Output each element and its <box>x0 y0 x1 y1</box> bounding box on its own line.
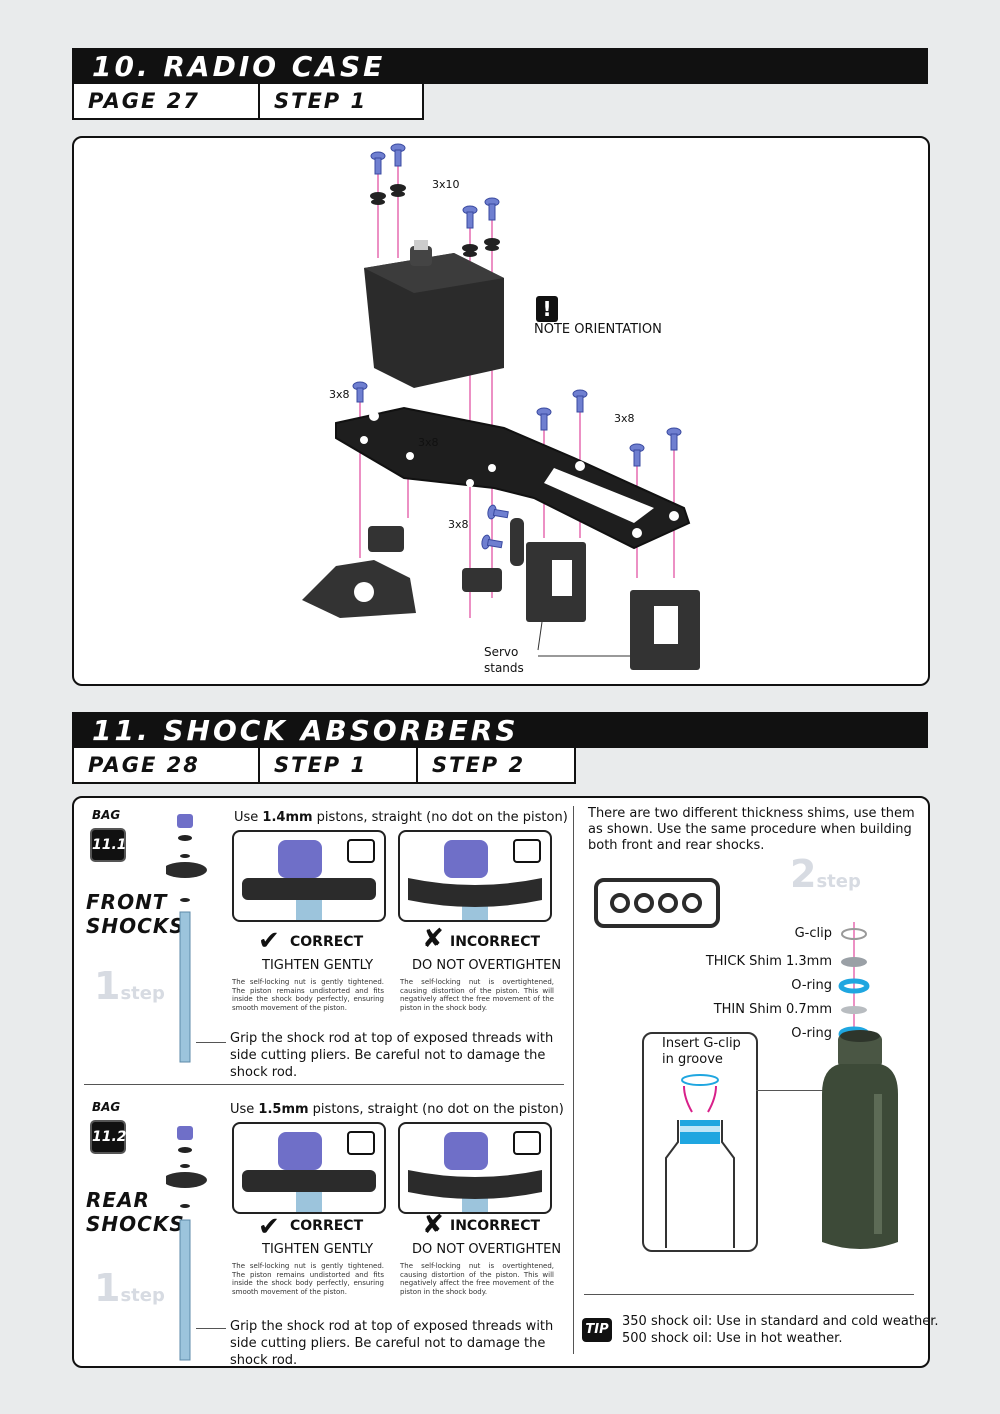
oring2-label: O-ring <box>791 1026 832 1041</box>
radio-case-panel: 3x10 3x8 3x8 3x8 3x8 ! NOTE ORIENTATION … <box>72 136 930 686</box>
rear-grip-leader <box>196 1328 226 1329</box>
section-10-title: 10. RADIO CASE <box>92 50 386 83</box>
front-piston-post: pistons, straight (no dot on the piston) <box>312 810 568 825</box>
rear-incorrect-image <box>398 1122 552 1214</box>
screw-label-3x10: 3x10 <box>432 178 460 191</box>
front-step-marker: 1step <box>94 964 165 1008</box>
rear-incorrect-x-icon: ✘ <box>422 1210 444 1240</box>
front-shock-rod <box>166 814 207 1063</box>
rear-incorrect-sub: DO NOT OVERTIGHTEN <box>412 1242 562 1257</box>
screws <box>352 143 682 550</box>
servo-stands <box>302 518 700 670</box>
section-10-page: PAGE 27 <box>72 84 260 120</box>
front-step-num: 1 <box>94 964 121 1008</box>
rear-correct-label: CORRECT <box>290 1218 364 1234</box>
oring1-label: O-ring <box>791 978 832 993</box>
front-incorrect-sub: DO NOT OVERTIGHTEN <box>412 958 562 973</box>
thin-shim-label: THIN Shim 0.7mm <box>713 1002 832 1017</box>
front-correct-label: CORRECT <box>290 934 364 950</box>
section-11-header: 11. SHOCK ABSORBERS <box>72 712 928 748</box>
front-piston-pre: Use <box>234 810 263 825</box>
rear-correct-image <box>232 1122 386 1214</box>
step2-num: 2 <box>790 852 817 896</box>
groove-leader <box>756 1090 826 1091</box>
note-orientation: NOTE ORIENTATION <box>534 322 662 337</box>
groove-drawing <box>665 1074 735 1248</box>
rear-shocks-title: REAR SHOCKS <box>86 1188 185 1236</box>
section-11-step1: STEP 1 <box>260 748 418 784</box>
rear-piston-pre: Use <box>230 1102 259 1117</box>
incorrect-piston-drawing <box>408 1131 542 1212</box>
front-rear-divider <box>84 1084 564 1085</box>
oring-sprue <box>594 878 720 928</box>
section-10-step: STEP 1 <box>260 84 424 120</box>
incorrect-piston-drawing <box>408 839 542 920</box>
rear-piston-post: pistons, straight (no dot on the piston) <box>308 1102 564 1117</box>
correct-piston-drawing <box>242 1131 376 1212</box>
groove-detail-box: Insert G-clip in groove <box>642 1032 758 1252</box>
front-correct-image <box>232 830 386 922</box>
screw-label-3x8-a: 3x8 <box>329 388 350 401</box>
rear-incorrect-note: The self-locking nut is overtightened, c… <box>400 1262 554 1296</box>
front-shocks-title: FRONT SHOCKS <box>86 890 185 938</box>
front-incorrect-note: The self-locking nut is overtightened, c… <box>400 978 554 1012</box>
front-grip-instruction: Grip the shock rod at top of exposed thr… <box>230 1031 554 1080</box>
section-11-title: 11. SHOCK ABSORBERS <box>92 714 519 747</box>
rear-step-num: 1 <box>94 1266 121 1310</box>
front-piston-instruction: Use 1.4mm pistons, straight (no dot on t… <box>234 810 568 825</box>
rear-bag-label: BAG <box>92 1100 121 1114</box>
tip-line-2: 500 shock oil: Use in hot weather. <box>622 1331 843 1346</box>
front-piston-size: 1.4mm <box>262 810 313 825</box>
front-correct-sub: TIGHTEN GENTLY <box>262 958 374 973</box>
thick-shim-label: THICK Shim 1.3mm <box>705 954 832 969</box>
front-step-word: step <box>120 983 165 1004</box>
section-10-header: 10. RADIO CASE <box>72 48 928 84</box>
servo-stands-label: Servo stands <box>484 645 524 675</box>
rear-grip-instruction: Grip the shock rod at top of exposed thr… <box>230 1319 554 1368</box>
front-incorrect-label: INCORRECT <box>450 934 541 950</box>
front-bag-number: 11.1 <box>90 828 127 862</box>
front-correct-note: The self-locking nut is gently tightened… <box>232 978 384 1012</box>
servo-body <box>364 240 504 388</box>
front-bag-label: BAG <box>92 808 121 822</box>
rear-correct-check-icon: ✔ <box>258 1212 280 1242</box>
rear-step-marker: 1step <box>94 1266 165 1310</box>
tip-divider <box>584 1294 914 1295</box>
servo-plate <box>335 406 691 550</box>
grommets <box>370 184 500 257</box>
section-10-pagebar: PAGE 27 STEP 1 <box>72 84 424 120</box>
vertical-divider <box>573 806 574 1354</box>
tip-badge: TIP <box>582 1318 612 1342</box>
radio-case-illustration <box>302 143 700 670</box>
rear-piston-size: 1.5mm <box>258 1102 309 1117</box>
rear-incorrect-label: INCORRECT <box>450 1218 541 1234</box>
tip-line-1: 350 shock oil: Use in standard and cold … <box>622 1314 939 1329</box>
screw-label-3x8-b: 3x8 <box>418 436 439 449</box>
section-11-page: PAGE 28 <box>72 748 260 784</box>
gclip-label: G-clip <box>794 926 832 941</box>
screw-label-3x8-d: 3x8 <box>448 518 469 531</box>
correct-piston-drawing <box>242 839 376 920</box>
rear-bag-number: 11.2 <box>90 1120 127 1154</box>
front-grip-leader <box>196 1042 226 1043</box>
insert-gclip-label: Insert G-clip in groove <box>662 1036 741 1067</box>
rear-piston-instruction: Use 1.5mm pistons, straight (no dot on t… <box>230 1102 564 1117</box>
front-incorrect-x-icon: ✘ <box>422 924 444 954</box>
rear-correct-note: The self-locking nut is gently tightened… <box>232 1262 384 1296</box>
shock-absorbers-panel: BAG 11.1 FRONT SHOCKS 1step Use 1.4mm pi… <box>72 796 939 1368</box>
rear-shock-rod <box>166 1126 207 1361</box>
step2-marker: 2step <box>790 852 861 896</box>
rear-correct-sub: TIGHTEN GENTLY <box>262 1242 374 1257</box>
front-incorrect-image <box>398 830 552 922</box>
front-correct-check-icon: ✔ <box>258 926 280 956</box>
step2-word: step <box>816 871 861 892</box>
shim-intro: There are two different thickness shims,… <box>588 806 915 853</box>
rear-step-word: step <box>120 1285 165 1306</box>
section-11-pagebar: PAGE 28 STEP 1 STEP 2 <box>72 748 576 784</box>
warning-icon: ! <box>536 296 558 322</box>
screw-label-3x8-c: 3x8 <box>614 412 635 425</box>
shock-body <box>822 1030 898 1249</box>
section-11-step2: STEP 2 <box>418 748 576 784</box>
